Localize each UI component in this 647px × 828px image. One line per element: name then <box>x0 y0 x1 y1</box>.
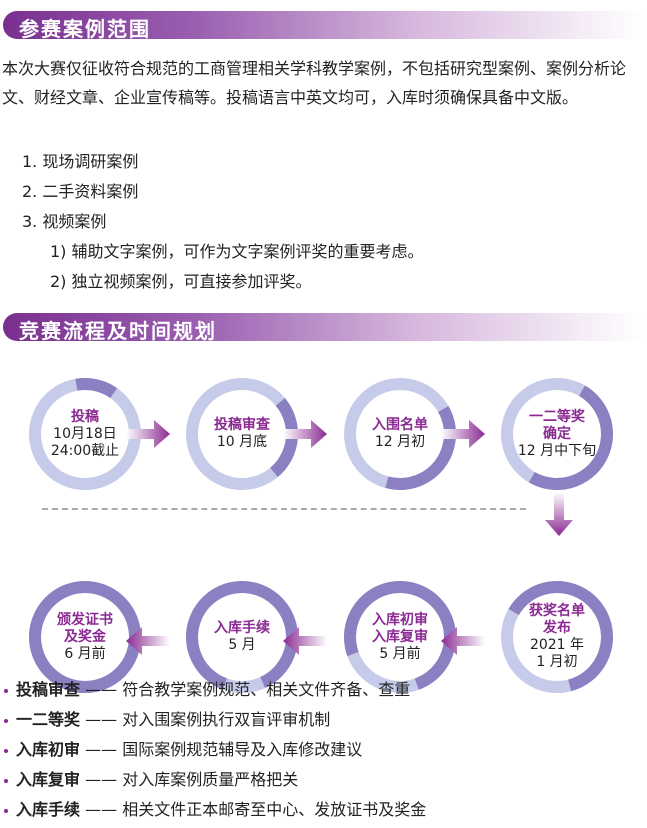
step-date: 5 月 <box>228 637 256 653</box>
step-title: 投稿审查 <box>214 417 270 433</box>
note-item: 入库手续 —— 相关文件正本邮寄至中心、发放证书及奖金 <box>4 796 426 820</box>
note-term: 投稿审查 <box>16 680 81 699</box>
bullet-icon <box>4 718 8 723</box>
scope-paragraph: 本次大赛仅征收符合规范的工商管理相关学科教学案例，不包括研究型案例、案例分析论文… <box>2 59 627 107</box>
step-title: 及奖金 <box>64 628 106 645</box>
step-title: 发布 <box>543 620 571 636</box>
arrow-icon <box>283 418 327 454</box>
note-desc: —— 对入库案例质量严格把关 <box>85 770 299 789</box>
divider <box>42 508 526 510</box>
arrow-icon <box>283 621 327 657</box>
step-title: 入库手续 <box>214 620 270 636</box>
note-term: 一二等奖 <box>16 710 81 729</box>
note-term: 入库手续 <box>16 800 81 819</box>
note-item: 入库初审 —— 国际案例规范辅导及入库修改建议 <box>4 736 362 760</box>
sub-list-item: 1) 辅助文字案例，可作为文字案例评奖的重要考虑。 <box>50 242 424 261</box>
list-item: 2. 二手资料案例 <box>22 182 139 201</box>
step-title: 入库复审 <box>372 628 428 645</box>
arrow-icon <box>539 492 575 536</box>
step-date: 10 月底 <box>216 434 268 450</box>
step-title: 一二等奖 <box>529 408 585 425</box>
arrow-icon <box>126 621 170 657</box>
step-date: 2021 年 <box>529 637 585 653</box>
bullet-icon <box>4 688 8 693</box>
step-date: 10月18日 <box>53 425 117 442</box>
step-title: 入围名单 <box>372 417 428 433</box>
step-title: 入库初审 <box>372 611 428 628</box>
section-header-scope: 参赛案例范围 <box>3 11 643 41</box>
step-date: 24:00截止 <box>50 442 120 459</box>
note-desc: —— 对入围案例执行双盲评审机制 <box>85 710 331 729</box>
step-title: 获奖名单 <box>529 603 585 619</box>
arrow-icon <box>441 621 485 657</box>
progress-ring <box>501 378 613 490</box>
note-item: 投稿审查 —— 符合教学案例规范、相关文件齐备、查重 <box>4 676 410 700</box>
progress-ring <box>501 581 613 693</box>
section-title: 竞赛流程及时间规划 <box>19 319 217 343</box>
list-item: 1. 现场调研案例 <box>22 152 139 171</box>
step-date: 6 月前 <box>64 645 106 662</box>
progress-ring <box>186 378 298 490</box>
bullet-icon <box>4 778 8 783</box>
arrow-icon <box>441 418 485 454</box>
sub-list-item: 2) 独立视频案例，可直接参加评奖。 <box>50 272 312 291</box>
step-date: 12 月初 <box>374 434 426 450</box>
progress-ring <box>344 581 456 693</box>
step-title: 确定 <box>543 425 571 442</box>
note-item: 一二等奖 —— 对入围案例执行双盲评审机制 <box>4 706 330 730</box>
note-desc: —— 相关文件正本邮寄至中心、发放证书及奖金 <box>85 800 427 819</box>
section-title: 参赛案例范围 <box>19 17 151 41</box>
section-header-timeline: 竞赛流程及时间规划 <box>3 313 643 343</box>
note-desc: —— 符合教学案例规范、相关文件齐备、查重 <box>85 680 411 699</box>
note-item: 入库复审 —— 对入库案例质量严格把关 <box>4 766 298 790</box>
step-date: 5 月前 <box>379 645 421 662</box>
note-term: 入库复审 <box>16 770 81 789</box>
list-item: 3. 视频案例 <box>22 212 107 231</box>
arrow-icon <box>126 418 170 454</box>
bullet-icon <box>4 808 8 813</box>
note-term: 入库初审 <box>16 740 81 759</box>
step-title: 颁发证书 <box>57 611 113 628</box>
step-title: 投稿 <box>71 408 99 425</box>
bullet-icon <box>4 748 8 753</box>
step-date: 12 月中下旬 <box>517 442 597 459</box>
note-desc: —— 国际案例规范辅导及入库修改建议 <box>85 740 363 759</box>
step-date: 1 月初 <box>536 654 578 670</box>
